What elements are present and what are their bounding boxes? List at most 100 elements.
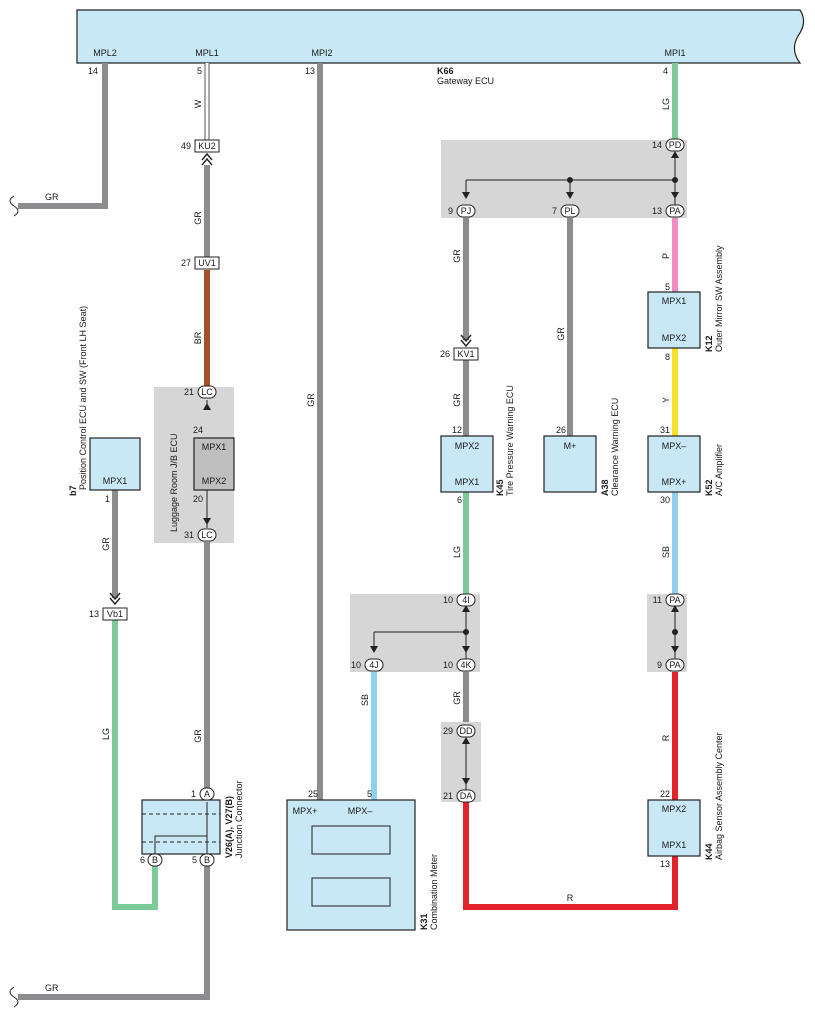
wire-label: SB xyxy=(360,694,370,706)
k52-name: A/C Amplifier xyxy=(714,444,724,496)
pin-mpl2: 14 xyxy=(88,66,98,76)
k52-pin1: 31 xyxy=(660,425,670,435)
k52-t1: MPX– xyxy=(662,441,687,451)
connector-label: KU2 xyxy=(198,141,216,151)
wires xyxy=(9,63,678,1008)
connector-label: PA xyxy=(669,595,680,605)
wire-vb1-lg xyxy=(112,620,158,910)
component-boxes xyxy=(89,291,701,931)
k45-pin1: 12 xyxy=(452,425,462,435)
pin-mpi1: 4 xyxy=(663,66,668,76)
k12-id: K12 xyxy=(704,335,714,352)
k52-box xyxy=(647,435,701,493)
k44-pin2: 13 xyxy=(660,859,670,869)
connector-da: DA 21 xyxy=(443,789,476,803)
wire-label: GR xyxy=(452,249,462,263)
connector-pin: 7 xyxy=(552,206,557,216)
connector-dd: DD 29 xyxy=(443,724,476,738)
connector-label: PJ xyxy=(461,206,472,216)
a38-id: A38 xyxy=(600,479,610,496)
pd-junction-shade xyxy=(441,140,687,218)
k31-pin2: 5 xyxy=(367,789,372,799)
connector-label: B xyxy=(204,855,210,865)
connector-uv1: UV1 27 xyxy=(181,256,220,270)
k44-t1: MPX2 xyxy=(662,804,687,814)
wire-label: W xyxy=(193,99,203,108)
k45-t2: MPX1 xyxy=(455,477,480,487)
connector-pin: 13 xyxy=(89,609,99,619)
k31-display-upper xyxy=(311,825,391,855)
pill-connectors: LC 21 LC 31 PD 14 PJ 9 PL 7 PA 13 4I 10 … xyxy=(140,138,685,867)
connector-label: B xyxy=(152,855,158,865)
wire-label: GR xyxy=(452,691,462,705)
k45-name: Tire Pressure Warning ECU xyxy=(505,385,515,496)
connector-label: 4I xyxy=(462,595,470,605)
k12-t2: MPX2 xyxy=(662,333,687,343)
k45-t1: MPX2 xyxy=(455,441,480,451)
connector-pin: 11 xyxy=(653,595,662,605)
k12-t1: MPX1 xyxy=(662,296,687,306)
a38-t1: M+ xyxy=(564,441,577,451)
connector-label: UV1 xyxy=(198,258,216,268)
connector-label: LC xyxy=(201,530,213,540)
k44-name: Airbag Sensor Assembly Center xyxy=(714,732,724,860)
connector-label: LC xyxy=(201,387,213,397)
connector-label: PD xyxy=(669,140,682,150)
connector-pin: 21 xyxy=(443,791,453,801)
k31-id: K31 xyxy=(419,913,429,930)
connector-pin: 6 xyxy=(140,855,145,865)
wire-label: GR xyxy=(193,211,203,225)
luggage-t1: MPX1 xyxy=(202,442,227,452)
connector-pin: 26 xyxy=(440,349,450,359)
k44-t2: MPX1 xyxy=(662,840,687,850)
wire-label: GR xyxy=(45,192,59,202)
luggage-jb-ecu-box xyxy=(193,437,235,491)
k52-id: K52 xyxy=(704,479,714,496)
connector-pa9: PA 9 xyxy=(657,658,685,672)
k31-box xyxy=(286,799,416,931)
wire-break-bottom-left xyxy=(9,986,19,1008)
connector-label: Vb1 xyxy=(107,609,123,619)
connector-lc31: LC 31 xyxy=(184,528,217,542)
connector-pa11: PA 11 xyxy=(653,593,685,607)
wire-break-top-left xyxy=(9,195,19,217)
connector-junction-b6: B 6 xyxy=(140,853,163,867)
connector-pin: 21 xyxy=(184,387,194,397)
connector-4i: 4I 10 xyxy=(443,593,476,607)
connector-pin: 14 xyxy=(652,140,662,150)
connector-vb1: Vb1 13 xyxy=(89,607,128,621)
gateway-id: K66 xyxy=(437,66,454,76)
wire-label: R xyxy=(567,893,574,903)
connector-kv1: KV1 26 xyxy=(440,347,479,361)
k31-t2: MPX– xyxy=(348,806,373,816)
wire-label: BR xyxy=(193,331,203,344)
k12-box xyxy=(647,291,701,349)
a38-name: Clearance Warning ECU xyxy=(610,398,620,496)
wire-da-k44-r xyxy=(463,802,678,910)
connector-pin: 31 xyxy=(184,530,194,540)
connector-ku2: KU2 49 xyxy=(181,139,220,153)
wire-color-labels: GR GR W GR BR GR LG GR LG GR GR GR GR P … xyxy=(45,98,671,993)
connector-pin: 10 xyxy=(351,660,361,670)
luggage-pin2: 20 xyxy=(193,494,203,504)
k44-id: K44 xyxy=(704,843,714,860)
wire-label: LG xyxy=(661,98,671,110)
b7-name: Position Control ECU and SW (Front LH Se… xyxy=(78,306,88,490)
b7-pin1: 1 xyxy=(105,494,110,504)
wire-label: GR xyxy=(306,393,316,407)
k12-name: Outer Mirror SW Assembly xyxy=(714,245,724,352)
junction-id: V26(A), V27(B) xyxy=(224,796,234,858)
connector-pa13: PA 13 xyxy=(652,204,685,218)
connector-pd: PD 14 xyxy=(652,138,685,152)
k45-box xyxy=(440,435,494,493)
connector-pin: 9 xyxy=(657,660,662,670)
k31-display-lower xyxy=(311,877,391,907)
inline-chevrons xyxy=(109,152,472,606)
b7-box xyxy=(89,437,141,491)
pin-mpl1: 5 xyxy=(197,66,202,76)
connector-pl: PL 7 xyxy=(552,204,580,218)
k31-pin1: 25 xyxy=(308,789,318,799)
connector-junction-a: A 1 xyxy=(191,787,215,801)
connector-label: PL xyxy=(564,206,575,216)
